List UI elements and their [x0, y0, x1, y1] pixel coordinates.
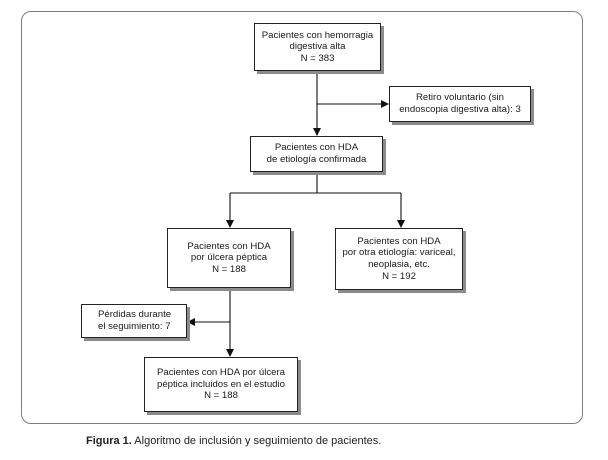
box-otra-line-3: neoplasia, etc.	[368, 259, 430, 270]
box-final-line-2: péptica incluidos en el estudio	[156, 378, 285, 390]
box-otra-etiologia: Pacientes con HDA por otra etiología: va…	[335, 228, 463, 290]
box-perdidas-line-1: Pérdidas durante	[98, 309, 172, 321]
figure-caption: Figura 1. Algoritmo de inclusión y segui…	[86, 435, 381, 448]
box-start-line-3: N = 383	[300, 52, 335, 64]
box-otra-line-4: N = 192	[382, 270, 416, 282]
box-perdidas-seguimiento: Pérdidas durante el seguimiento: 7	[81, 304, 187, 338]
box-retiro-voluntario: Retiro voluntario (sin endoscopia digest…	[389, 86, 531, 122]
box-pacientes-hemorragia: Pacientes con hemorragia digestiva alta …	[254, 23, 381, 71]
caption-text: Algoritmo de inclusión y seguimiento de …	[134, 435, 382, 447]
box-start-line-1: Pacientes con hemorragia	[261, 29, 374, 41]
box-etiologia-line-2: de etiología confirmada	[266, 154, 367, 165]
box-ulcera-line-3: N = 188	[212, 263, 246, 275]
box-ulcera-line-2: por úlcera péptica	[190, 252, 268, 264]
box-otra-line-2: por otra etiología: variceal,	[342, 247, 456, 259]
figure-frame	[21, 11, 583, 424]
box-retiro-line-2: endoscopia digestiva alta): 3	[399, 104, 521, 115]
box-perdidas-line-2: el seguimiento: 7	[98, 321, 171, 332]
caption-label: Figura 1.	[86, 435, 132, 447]
box-incluidos-estudio: Pacientes con HDA por úlcera péptica inc…	[144, 357, 298, 412]
box-retiro-line-1: Retiro voluntario (sin	[416, 92, 504, 104]
box-start-line-2: digestiva alta	[289, 41, 346, 53]
box-final-line-3: N = 188	[204, 390, 238, 402]
box-final-line-1: Pacientes con HDA por úlcera	[157, 367, 285, 379]
box-etiologia-line-1: Pacientes con HDA	[274, 142, 359, 154]
box-ulcera-line-1: Pacientes con HDA	[187, 240, 271, 252]
box-etiologia-confirmada: Pacientes con HDA de etiología confirmad…	[250, 136, 383, 172]
box-otra-line-1: Pacientes con HDA	[357, 235, 441, 247]
box-ulcera-peptica: Pacientes con HDA por úlcera péptica N =…	[167, 228, 291, 288]
